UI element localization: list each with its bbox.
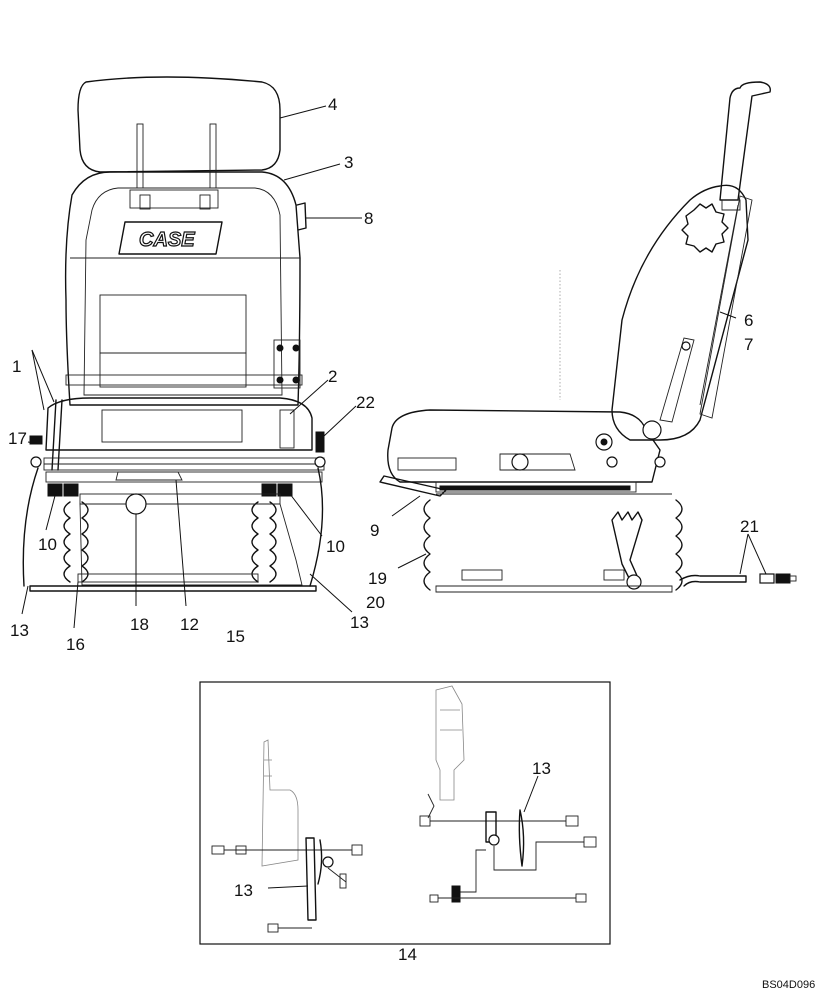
callout-20: 20: [366, 593, 385, 612]
front-view-seat: CASE: [22, 76, 326, 592]
callout-18: 18: [130, 615, 149, 634]
callout-9: 9: [370, 521, 379, 540]
backrest-inner-frame: [83, 187, 283, 396]
callout-2: 2: [328, 367, 337, 386]
suspension-housing: [79, 503, 303, 586]
adjust-knob: [125, 493, 147, 515]
callout-19: 19: [368, 569, 387, 588]
headrest: [77, 76, 281, 173]
headrest-post-right: [209, 123, 217, 189]
backrest-adjust-strip: [699, 195, 753, 419]
callout-22: 22: [356, 393, 375, 412]
detail-label: 14: [398, 945, 417, 964]
callout-15: 15: [226, 627, 245, 646]
strap-left: [22, 467, 39, 587]
callout-6: 6: [744, 311, 753, 330]
callout-13-right: 13: [350, 613, 369, 632]
detail-frame: [199, 681, 611, 945]
callout-13-detail-left: 13: [234, 881, 253, 900]
case-logo: CASE: [139, 229, 195, 251]
callout-3: 3: [344, 153, 353, 172]
strap-right: [309, 467, 324, 587]
cutaway-break: [611, 511, 643, 585]
headrest-post-left: [136, 123, 144, 189]
harness-cable: [679, 574, 747, 587]
callout-4: 4: [328, 95, 337, 114]
backrest-side-handle: [296, 202, 307, 231]
bellows-side-rear: [675, 499, 683, 591]
backrest: [64, 171, 301, 406]
callout-8: 8: [364, 209, 373, 228]
side-view-seat: [379, 81, 797, 593]
callout-7: 7: [744, 335, 753, 354]
drawing-code: BS04D096: [762, 979, 815, 991]
callout-13-detail-right: 13: [532, 759, 551, 778]
seat-cushion-side: [387, 409, 661, 483]
callout-13-left: 13: [10, 621, 29, 640]
bellows-right: [251, 501, 259, 583]
seat-cushion: [45, 397, 313, 451]
callout-labels: 4 3 8 1 2 22 17 10 10 13 16 18 12 15 13 …: [8, 95, 759, 654]
callout-16: 16: [66, 635, 85, 654]
callout-17: 17: [8, 429, 27, 448]
backrest-side: [611, 184, 749, 441]
slide-rail-side: [435, 481, 637, 493]
base-plate: [29, 585, 317, 592]
lumbar-knob: [681, 203, 729, 253]
headrest-side: [719, 81, 771, 201]
callout-21: 21: [740, 517, 759, 536]
seat-frame-left: [51, 399, 63, 471]
callout-1: 1: [12, 357, 21, 376]
harness-connector: [759, 573, 775, 584]
callout-10-right: 10: [326, 537, 345, 556]
logo-plate: [118, 221, 223, 255]
callout-10-left: 10: [38, 535, 57, 554]
bellows-side-front: [423, 499, 431, 591]
bellows-left: [63, 501, 71, 583]
callout-leaders: [21, 105, 767, 629]
callout-12: 12: [180, 615, 199, 634]
detail-box: 13 13: [199, 681, 611, 945]
fore-aft-lever: [379, 475, 447, 497]
